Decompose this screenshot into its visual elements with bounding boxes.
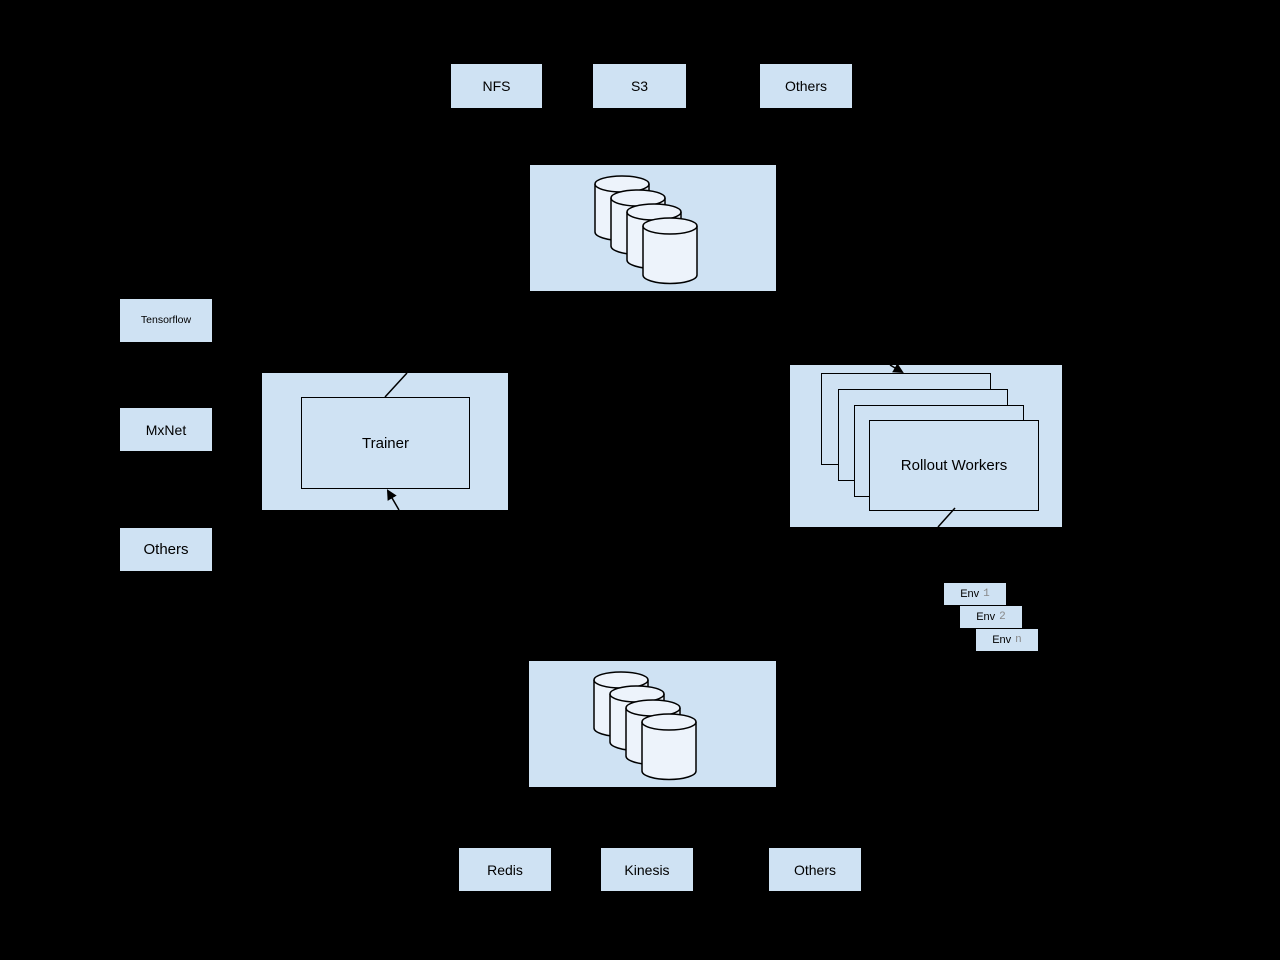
storage-box-kinesis: Kinesis [601, 848, 693, 891]
arrow-into-trainer [386, 489, 400, 510]
framework-box-tensorflow-label: Tensorflow [140, 314, 192, 327]
storage-box-s3: S3 [593, 64, 686, 108]
database-cylinder-icon [641, 713, 697, 781]
env-box-1: Env 1 [944, 583, 1006, 605]
rollout-workers-panel: Rollout Workers [790, 365, 1062, 527]
storage-box-others-top-label: Others [784, 78, 827, 94]
storage-box-kinesis-label: Kinesis [624, 861, 670, 878]
model-storage-panel [530, 165, 776, 291]
rollout-workers-box: Rollout Workers [869, 420, 1039, 511]
framework-box-tensorflow: Tensorflow [120, 299, 212, 342]
storage-box-nfs: NFS [451, 64, 542, 108]
env-n-name: Env [992, 634, 1012, 646]
env-2-name: Env [976, 611, 996, 623]
storage-box-nfs-label: NFS [482, 78, 511, 94]
database-cylinder-icon [593, 671, 649, 738]
env-2-index: 2 [999, 611, 1006, 623]
database-cylinder-icon [609, 685, 665, 752]
framework-box-others-label: Others [143, 541, 189, 558]
database-cylinder-icon [625, 699, 681, 766]
arrow-into-rollout-workers [889, 365, 904, 374]
storage-box-others-top: Others [760, 64, 852, 108]
storage-box-others-bottom-label: Others [793, 861, 836, 878]
database-cylinder-icon [610, 189, 666, 256]
storage-box-redis: Redis [459, 848, 551, 891]
database-cylinder-icon [642, 217, 698, 285]
env-box-n: Env n [976, 629, 1038, 651]
env-n-index: n [1015, 634, 1022, 646]
trainer-box: Trainer [301, 397, 470, 489]
env-1-index: 1 [983, 588, 990, 600]
framework-box-mxnet: MxNet [120, 408, 212, 451]
database-cylinder-icon [594, 175, 650, 242]
storage-box-redis-label: Redis [487, 861, 523, 878]
env-1-name: Env [960, 588, 980, 600]
env-box-2: Env 2 [960, 606, 1022, 628]
trainer-panel: Trainer [262, 373, 508, 510]
database-cylinder-icon [626, 203, 682, 270]
trainer-label: Trainer [362, 434, 409, 452]
database-stack-icon [593, 671, 697, 781]
storage-box-others-bottom: Others [769, 848, 861, 891]
framework-box-mxnet-label: MxNet [145, 421, 187, 438]
arrow-out-of-trainer [384, 373, 408, 398]
database-stack-icon [594, 175, 698, 285]
sample-storage-panel [529, 661, 776, 787]
storage-box-s3-label: S3 [630, 78, 649, 94]
framework-box-others: Others [120, 528, 212, 571]
rollout-workers-label: Rollout Workers [900, 457, 1008, 474]
